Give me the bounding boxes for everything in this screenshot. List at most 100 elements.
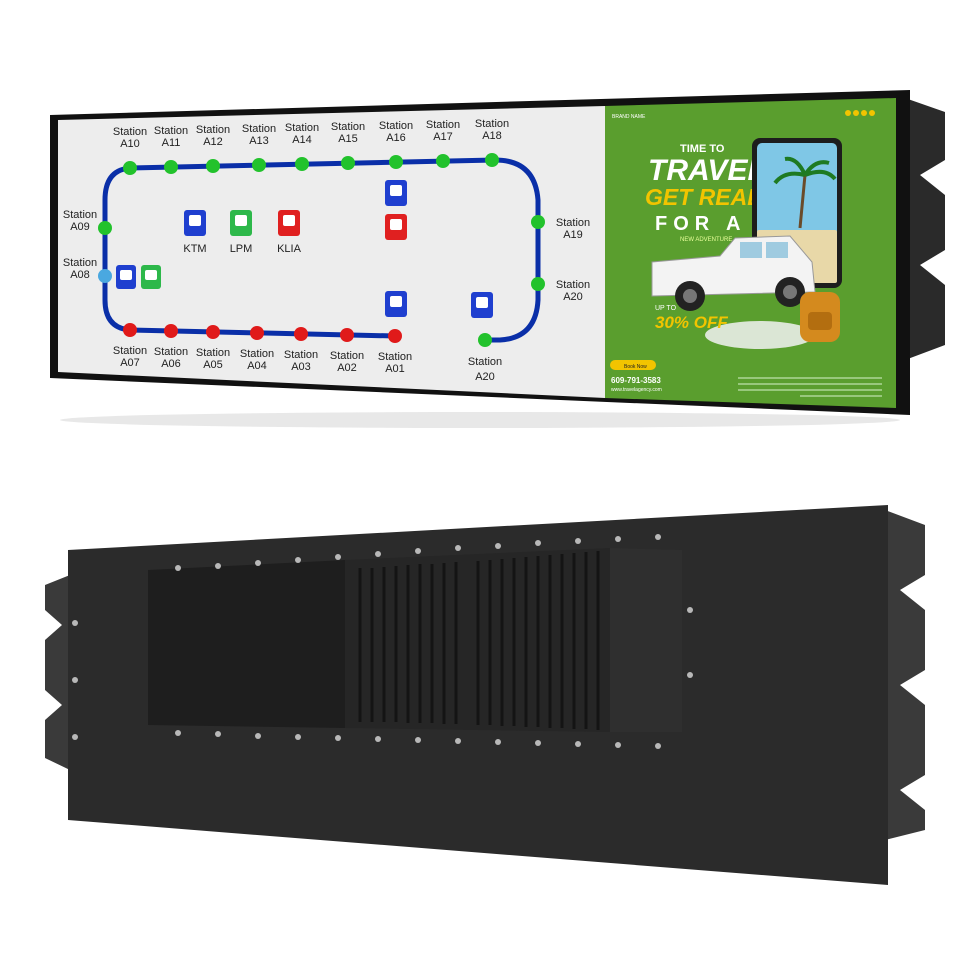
station-label-line1: Station xyxy=(468,356,502,368)
station-label-line2: A20 xyxy=(563,291,583,303)
station-dot xyxy=(531,215,545,229)
station-dot xyxy=(436,154,450,168)
display-rear-svg xyxy=(45,505,925,885)
station-dot xyxy=(98,221,112,235)
station-dot xyxy=(294,327,308,341)
station-label-line2: A06 xyxy=(161,358,181,370)
ad-brand-name: BRAND NAME xyxy=(612,114,646,120)
top-stations-group: StationA10StationA11StationA12StationA13… xyxy=(113,118,509,175)
display-rear-view xyxy=(0,490,980,910)
station-dot xyxy=(164,324,178,338)
station-label-line1: Station xyxy=(113,126,147,138)
station-label-line1: Station xyxy=(556,279,590,291)
station-label-line2: A01 xyxy=(385,363,405,375)
mounting-bracket-left-rear xyxy=(45,575,70,770)
station-label-line1: Station xyxy=(331,121,365,133)
station-label-line1: Station xyxy=(154,125,188,137)
heatsink-fins xyxy=(358,551,600,730)
station-dot xyxy=(340,328,354,342)
station-dot xyxy=(252,158,266,172)
station-label-line1: Station xyxy=(330,350,364,362)
metro-track xyxy=(102,157,541,343)
legend-lpm: LPM xyxy=(230,210,253,255)
rear-screws xyxy=(72,534,693,749)
train-icons xyxy=(116,180,493,318)
station-label-line1: Station xyxy=(475,118,509,130)
station-dot xyxy=(389,155,403,169)
station-label-line1: Station xyxy=(556,217,590,229)
train-icon-ktm-a20 xyxy=(471,292,493,318)
legend-ktm: KTM xyxy=(183,210,207,255)
train-icon-klia-a16 xyxy=(385,214,407,240)
train-icon-ktm-a08 xyxy=(116,265,136,289)
station-dot xyxy=(485,153,499,167)
ad-social-icons xyxy=(845,110,875,116)
ad-book-button-label: Book Now xyxy=(624,364,647,370)
legend-klia-label: KLIA xyxy=(277,243,302,255)
station-dot xyxy=(478,333,492,347)
station-label-line1: Station xyxy=(378,351,412,363)
station-label-line1: Station xyxy=(154,346,188,358)
ad-book-button[interactable] xyxy=(610,360,656,370)
jeep-illustration xyxy=(651,235,816,349)
station-label-line2: A09 xyxy=(70,221,90,233)
station-dot xyxy=(250,326,264,340)
station-label-line1: Station xyxy=(113,345,147,357)
station-label-line1: Station xyxy=(242,123,276,135)
station-label-line2: A10 xyxy=(120,138,140,150)
station-label-line1: Station xyxy=(379,120,413,132)
train-icon-ktm-a01 xyxy=(385,291,407,317)
station-label-line1: Station xyxy=(196,124,230,136)
station-dot xyxy=(206,325,220,339)
screen-map-area xyxy=(58,106,605,398)
station-dot xyxy=(341,156,355,170)
backpack-illustration xyxy=(800,292,840,342)
display-front-svg: StationA10StationA11StationA12StationA13… xyxy=(50,90,945,428)
station-label-line2: A18 xyxy=(482,130,502,142)
station-dot xyxy=(388,329,402,343)
line-legend: KTM LPM KLIA xyxy=(183,210,302,255)
legend-ktm-label: KTM xyxy=(183,243,206,255)
station-label-line1: Station xyxy=(240,348,274,360)
station-label-line2: A03 xyxy=(291,361,311,373)
bottom-stations-group: StationA07StationA06StationA05StationA04… xyxy=(113,323,502,383)
station-label-line2: A15 xyxy=(338,133,358,145)
ad-discount-prefix: UP TO xyxy=(655,305,677,312)
station-label-line2: A19 xyxy=(563,229,583,241)
ad-discount: 30% OFF xyxy=(655,313,728,332)
station-dot xyxy=(206,159,220,173)
legend-lpm-label: LPM xyxy=(230,243,253,255)
ad-kicker: TIME TO xyxy=(680,143,725,155)
station-label-line1: Station xyxy=(426,119,460,131)
station-dot xyxy=(164,160,178,174)
station-label-line2: A05 xyxy=(203,359,223,371)
station-dot xyxy=(295,157,309,171)
ad-headline: TRAVEL xyxy=(648,154,766,187)
controller-box-right xyxy=(610,548,682,732)
station-dot xyxy=(531,277,545,291)
station-label-line2: A16 xyxy=(386,132,406,144)
ad-for-a: FOR A xyxy=(655,213,746,235)
station-label-line2: A07 xyxy=(120,357,140,369)
mounting-bracket-right xyxy=(905,98,945,360)
station-label-line2: A02 xyxy=(337,362,357,374)
station-label-line2: A13 xyxy=(249,135,269,147)
